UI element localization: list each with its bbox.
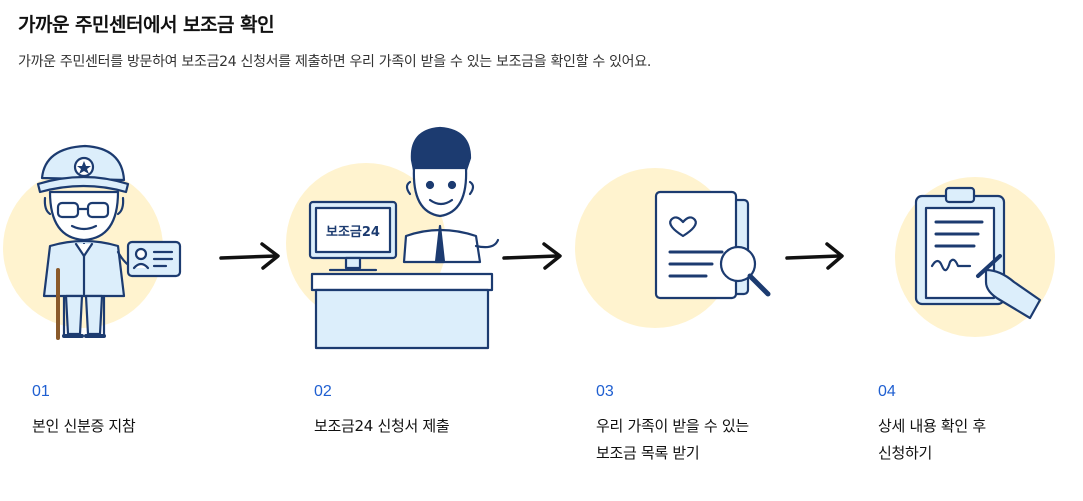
- step-label: 우리 가족이 받을 수 있는 보조금 목록 받기: [596, 417, 749, 462]
- step-number: 04: [878, 383, 896, 400]
- document-search-icon: [654, 190, 771, 300]
- section-description: 가까운 주민센터를 방문하여 보조금24 신청서를 제출하면 우리 가족이 받을…: [18, 54, 651, 70]
- step-label: 본인 신분증 지참: [32, 417, 136, 435]
- step-2: 02 보조금24 신청서 제출: [314, 383, 450, 440]
- arrow-icon: [219, 242, 280, 270]
- step-1: 01 본인 신분증 지참: [32, 383, 136, 440]
- step-label: 상세 내용 확인 후 신청하기: [878, 417, 986, 462]
- step-label: 보조금24 신청서 제출: [314, 417, 450, 435]
- step-4: 04 상세 내용 확인 후 신청하기: [878, 383, 986, 467]
- arrow-icon: [785, 242, 844, 270]
- step-number: 01: [32, 383, 50, 400]
- arrow-icon: [502, 242, 562, 270]
- clerk-at-desk-icon: [308, 126, 500, 350]
- step-3: 03 우리 가족이 받을 수 있는 보조금 목록 받기: [596, 383, 749, 467]
- step-number: 02: [314, 383, 332, 400]
- monitor-text: 보조금24: [326, 225, 380, 240]
- step-number: 03: [596, 383, 614, 400]
- clipboard-sign-icon: [914, 186, 1042, 320]
- process-illustration: 보조금24: [3, 126, 1055, 350]
- man-with-id-card-icon: [36, 144, 182, 340]
- section-title: 가까운 주민센터에서 보조금 확인: [18, 14, 275, 36]
